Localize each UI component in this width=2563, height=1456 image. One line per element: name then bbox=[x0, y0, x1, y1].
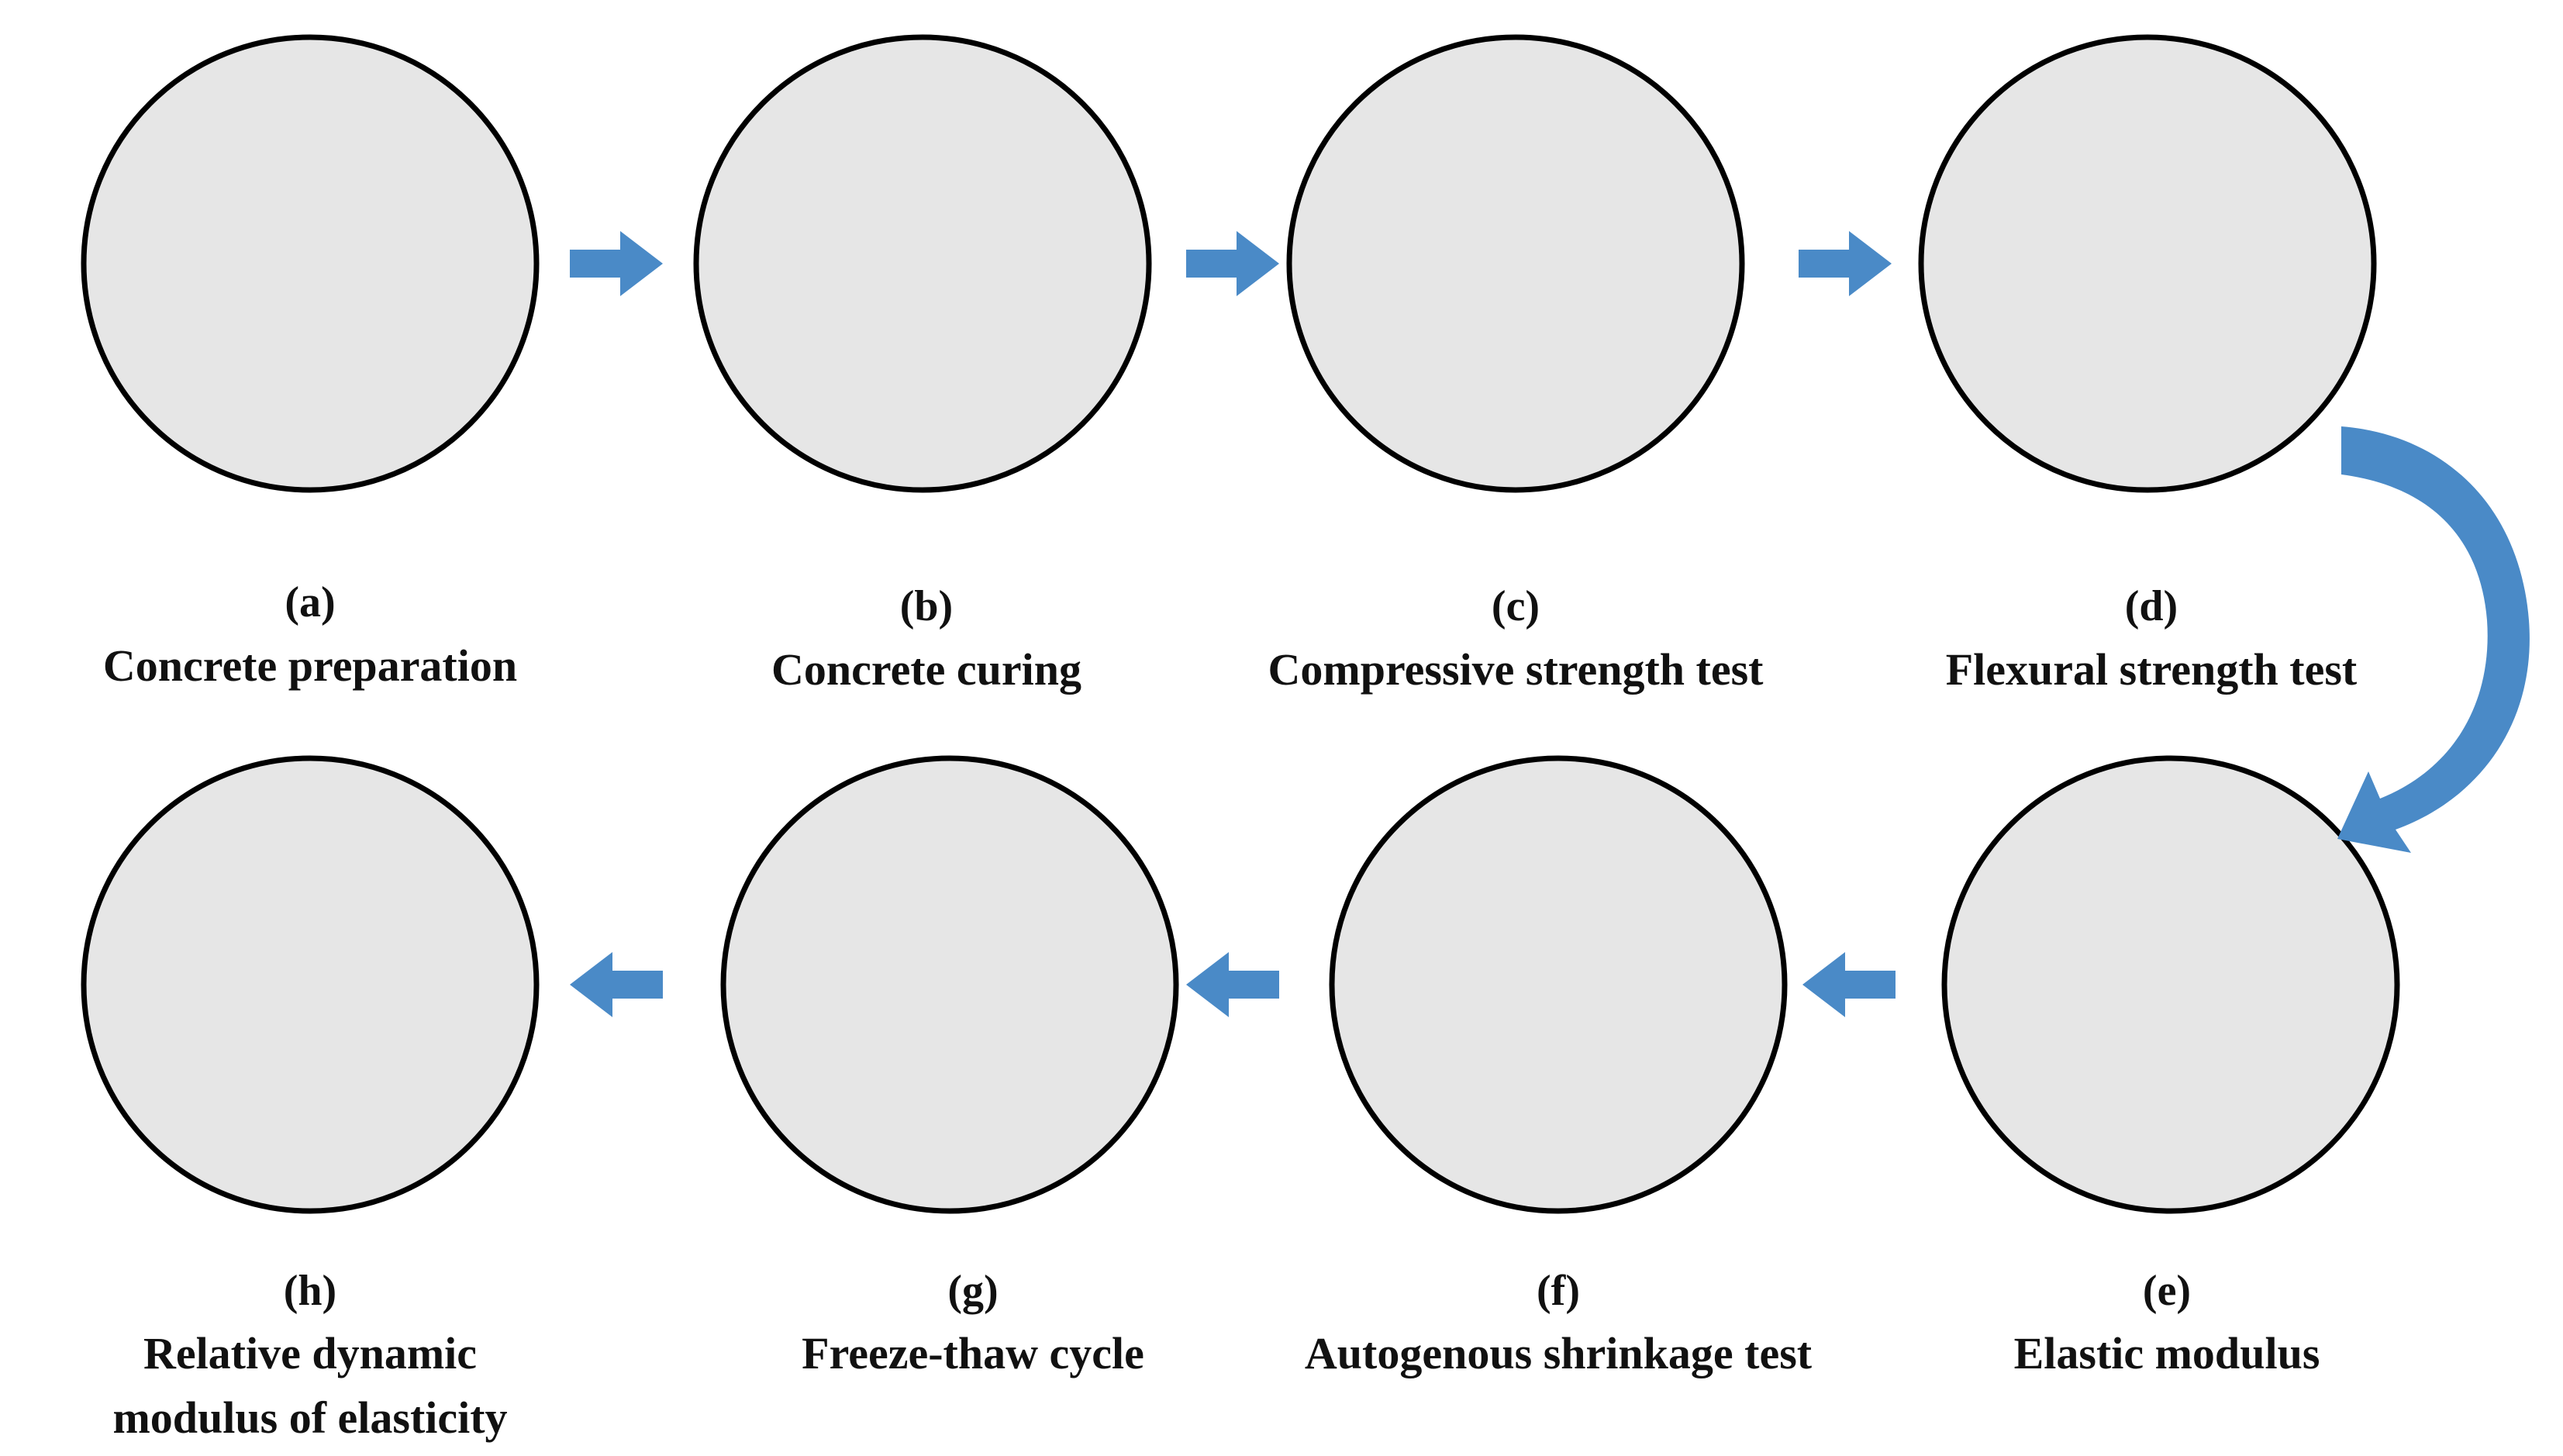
label-e-letter: (e) bbox=[2143, 1267, 2191, 1315]
label-a-title: Concrete preparation bbox=[103, 640, 517, 691]
label-c-letter: (c) bbox=[1492, 582, 1540, 630]
photo-freeze-thaw-cycle bbox=[720, 755, 1179, 1214]
label-d-letter: (d) bbox=[2125, 582, 2178, 630]
label-d-title: Flexural strength test bbox=[1946, 644, 2358, 695]
label-h-letter: (h) bbox=[284, 1267, 336, 1315]
photo-concrete-preparation bbox=[81, 34, 540, 493]
label-g-title: Freeze-thaw cycle bbox=[802, 1328, 1144, 1378]
photo-flexural-strength-test bbox=[1918, 34, 2377, 493]
label-f-title: Autogenous shrinkage test bbox=[1305, 1328, 1813, 1378]
label-h-title-line2: modulus of elasticity bbox=[112, 1392, 507, 1443]
label-a-letter: (a) bbox=[285, 578, 335, 626]
label-h-title-line1: Relative dynamic bbox=[143, 1328, 477, 1378]
arrow-f-to-g bbox=[1186, 952, 1279, 1017]
arrow-g-to-h bbox=[570, 952, 663, 1017]
arrow-d-to-e-curved bbox=[2337, 426, 2530, 853]
photo-compressive-strength-test bbox=[1286, 34, 1745, 493]
photo-elastic-modulus bbox=[1941, 755, 2400, 1214]
photo-relative-dynamic-modulus bbox=[81, 755, 540, 1214]
arrow-a-to-b bbox=[570, 231, 663, 296]
label-e-title: Elastic modulus bbox=[2014, 1328, 2320, 1378]
arrow-b-to-c bbox=[1186, 231, 1279, 296]
label-g-letter: (g) bbox=[947, 1267, 998, 1315]
arrow-c-to-d bbox=[1799, 231, 1892, 296]
label-c-title: Compressive strength test bbox=[1268, 644, 1764, 695]
label-b-letter: (b) bbox=[900, 582, 953, 630]
arrow-e-to-f bbox=[1802, 952, 1896, 1017]
label-f-letter: (f) bbox=[1537, 1267, 1580, 1315]
photo-autogenous-shrinkage-test bbox=[1329, 755, 1788, 1214]
label-b-title: Concrete curing bbox=[771, 644, 1081, 695]
photo-concrete-curing bbox=[693, 34, 1152, 493]
